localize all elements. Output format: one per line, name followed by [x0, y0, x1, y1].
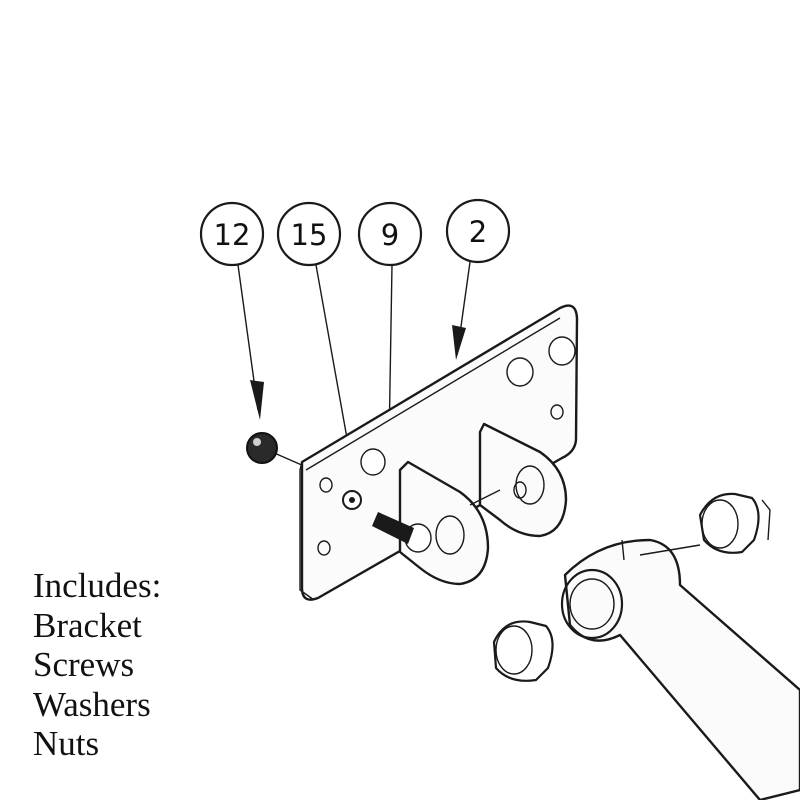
callout-2-label: 2: [469, 215, 487, 249]
includes-item-bracket: Bracket: [33, 605, 142, 645]
includes-item-screws: Screws: [33, 645, 135, 684]
callout-12: 12: [199, 201, 265, 267]
includes-list: Includes: Bracket Screws Washers Nuts: [33, 566, 161, 764]
callout-2: 2: [445, 198, 511, 264]
includes-item-washers: Washers: [33, 684, 151, 724]
washer-icon: [372, 481, 527, 544]
bracket-icon: [299, 304, 579, 601]
bushing-icon: [492, 492, 771, 682]
callout-15: 15: [276, 201, 342, 267]
ball-icon: [246, 432, 305, 467]
callout-12-label: 12: [214, 218, 251, 252]
arm-icon: [560, 538, 800, 800]
callout-9-label: 9: [381, 218, 399, 252]
callout-15-label: 15: [291, 218, 328, 252]
screw-icon: [342, 490, 362, 510]
includes-item-nuts: Nuts: [33, 724, 100, 763]
callout-9: 9: [357, 201, 423, 267]
includes-heading: Includes:: [33, 566, 162, 605]
